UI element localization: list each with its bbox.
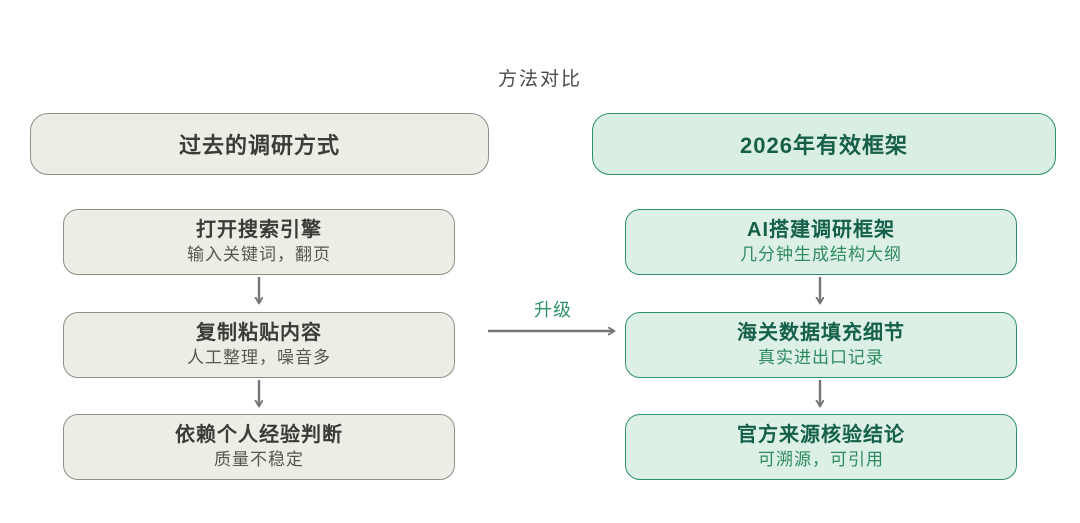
new-step-1-subtitle: 几分钟生成结构大纲 [740, 245, 902, 265]
old-step-3-title: 依赖个人经验判断 [175, 424, 343, 447]
new-step-2: 海关数据填充细节 真实进出口记录 [625, 312, 1017, 378]
new-step-1-title: AI搭建调研框架 [747, 219, 895, 242]
old-method-header-label: 过去的调研方式 [178, 133, 340, 158]
old-step-1: 打开搜索引擎 输入关键词，翻页 [63, 209, 455, 275]
new-method-header-label: 2026年有效框架 [740, 133, 908, 158]
old-step-1-subtitle: 输入关键词，翻页 [187, 245, 331, 265]
new-step-1: AI搭建调研框架 几分钟生成结构大纲 [625, 209, 1017, 275]
old-step-2-subtitle: 人工整理，噪音多 [187, 348, 331, 368]
new-step-2-title: 海关数据填充细节 [737, 322, 905, 345]
new-step-3: 官方来源核验结论 可溯源，可引用 [625, 414, 1017, 480]
new-step-3-subtitle: 可溯源，可引用 [758, 450, 884, 470]
old-step-3-subtitle: 质量不稳定 [214, 450, 304, 470]
old-step-1-title: 打开搜索引擎 [196, 219, 322, 242]
old-step-2-title: 复制粘贴内容 [196, 322, 322, 345]
page-title: 方法对比 [497, 69, 582, 90]
new-method-header: 2026年有效框架 [592, 113, 1056, 175]
old-step-2: 复制粘贴内容 人工整理，噪音多 [63, 312, 455, 378]
new-step-2-subtitle: 真实进出口记录 [758, 348, 884, 368]
upgrade-label: 升级 [534, 300, 572, 320]
old-method-header: 过去的调研方式 [30, 113, 489, 175]
old-step-3: 依赖个人经验判断 质量不稳定 [63, 414, 455, 480]
new-step-3-title: 官方来源核验结论 [737, 424, 905, 447]
